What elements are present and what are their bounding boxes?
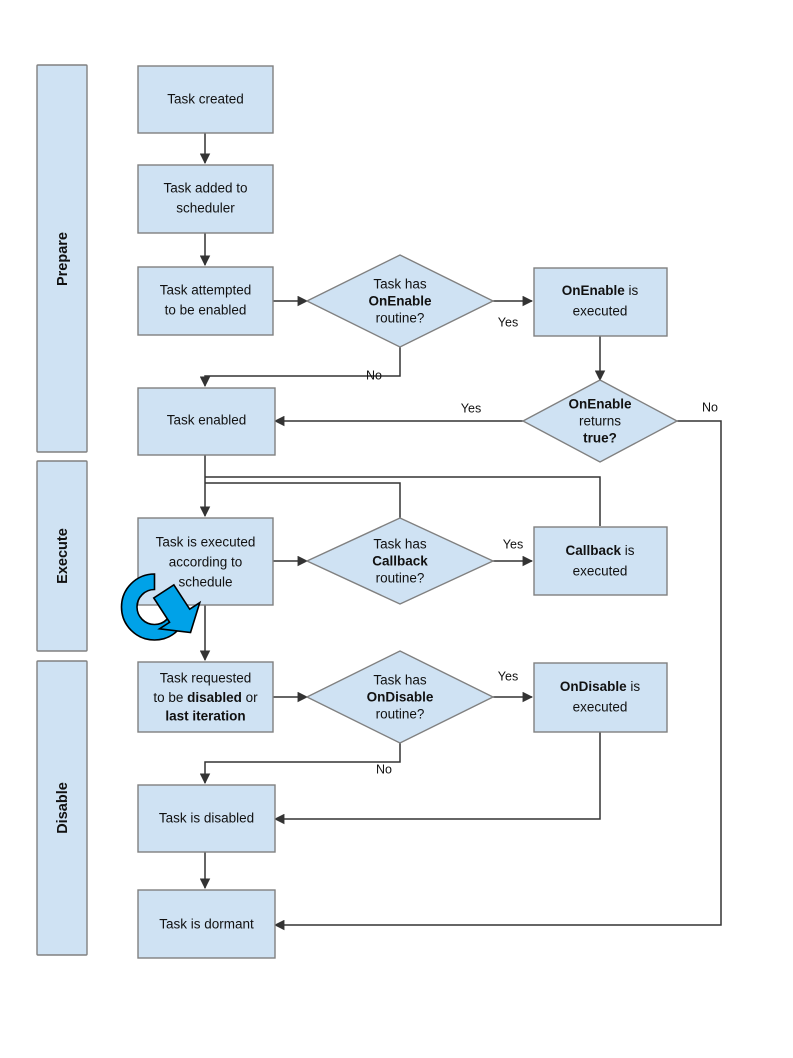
- node-decision-has-callback-label-3: routine?: [376, 571, 425, 586]
- edge-label-callback-yes: Yes: [503, 537, 523, 551]
- node-task-requested-disabled[interactable]: Task requested to be disabled or last it…: [137, 661, 274, 733]
- node-callback-tail: is: [621, 543, 635, 558]
- node-decision-has-onenable-label-1: Task has: [373, 277, 427, 292]
- node-task-is-executed-label-3: schedule: [178, 575, 232, 590]
- swimlane-disable: Disable: [36, 660, 88, 956]
- node-decision-onenable-returns-true-label-2: returns: [579, 414, 621, 429]
- edge-label-onenable-true-yes: Yes: [461, 401, 481, 415]
- node-decision-has-onenable-label-2: OnEnable: [368, 294, 432, 309]
- swimlane-prepare-label: Prepare: [55, 232, 71, 286]
- node-task-is-dormant-label: Task is dormant: [159, 917, 254, 932]
- edge-label-onenable-no: No: [366, 368, 382, 382]
- connector-has-ondisable-no: [199, 743, 401, 785]
- node-ondisable-is-executed-label-1: OnDisable is: [560, 679, 641, 694]
- node-decision-has-ondisable-label-3: routine?: [376, 707, 425, 722]
- node-task-requested-label-3: last iteration: [165, 709, 245, 724]
- connectors: [199, 133, 722, 931]
- node-task-created-label: Task created: [167, 92, 244, 107]
- node-decision-has-onenable[interactable]: Task has OnEnable routine?: [305, 254, 495, 348]
- connector-has-callback-loopback: [205, 482, 401, 518]
- node-decision-has-callback-label-1: Task has: [373, 537, 427, 552]
- node-task-is-executed-label-2: according to: [169, 555, 243, 570]
- node-callback-bold: Callback: [565, 543, 621, 558]
- node-decision-has-ondisable-shape[interactable]: [305, 650, 495, 744]
- node-task-requested-label-2: to be disabled or: [153, 690, 258, 705]
- node-task-is-executed-label-1: Task is executed: [156, 535, 256, 550]
- swimlane-prepare-band: [36, 64, 88, 453]
- node-ondisable-bold: OnDisable: [560, 679, 627, 694]
- node-task-requested-l2-tail: or: [242, 690, 258, 705]
- node-decision-has-ondisable-label-2: OnDisable: [367, 690, 434, 705]
- node-decision-has-callback-label-2: Callback: [372, 554, 428, 569]
- node-onenable-is-executed-label-2: executed: [573, 304, 628, 319]
- swimlane-execute-band: [36, 460, 88, 652]
- node-task-enabled-shape[interactable]: [137, 387, 276, 456]
- node-decision-has-ondisable-label-1: Task has: [373, 673, 427, 688]
- swimlane-prepare: Prepare: [36, 64, 88, 453]
- node-decision-has-onenable-shape[interactable]: [305, 254, 495, 348]
- node-decision-has-callback[interactable]: Task has Callback routine?: [305, 517, 495, 605]
- node-task-requested-l2-bold: disabled: [187, 690, 242, 705]
- node-callback-is-executed[interactable]: Callback is executed: [533, 526, 668, 596]
- node-task-is-executed[interactable]: Task is executed according to schedule: [137, 517, 274, 606]
- node-task-enabled[interactable]: Task enabled: [137, 387, 276, 456]
- connector-callback-executed-loopback: [205, 476, 601, 526]
- node-task-is-disabled-shape[interactable]: [137, 784, 276, 853]
- node-decision-onenable-returns-true-label-1: OnEnable: [568, 397, 632, 412]
- node-task-is-disabled[interactable]: Task is disabled: [137, 784, 276, 853]
- node-task-attempted-to-be-enabled[interactable]: Task attempted to be enabled: [137, 266, 274, 336]
- node-task-attempted-label-2: to be enabled: [165, 303, 247, 318]
- node-task-created[interactable]: Task created: [137, 65, 274, 134]
- node-task-is-executed-shape[interactable]: [137, 517, 274, 606]
- node-onenable-is-executed-shape[interactable]: [533, 267, 668, 337]
- connector-has-onenable-no: [199, 347, 401, 388]
- node-task-added-to-scheduler-label-1: Task added to: [163, 181, 247, 196]
- node-ondisable-is-executed-label-2: executed: [573, 700, 628, 715]
- swimlane-disable-label: Disable: [55, 782, 71, 834]
- swimlane-disable-band: [36, 660, 88, 956]
- node-onenable-bold: OnEnable: [562, 283, 626, 298]
- loop-icon: [120, 573, 202, 641]
- node-task-is-dormant[interactable]: Task is dormant: [137, 889, 276, 959]
- node-task-requested-label-1: Task requested: [160, 671, 252, 686]
- node-callback-is-executed-label-2: executed: [573, 564, 628, 579]
- edge-label-ondisable-yes: Yes: [498, 669, 518, 683]
- node-task-added-to-scheduler[interactable]: Task added to scheduler: [137, 164, 274, 234]
- node-callback-is-executed-label-1: Callback is: [565, 543, 634, 558]
- node-ondisable-is-executed[interactable]: OnDisable is executed: [533, 662, 668, 733]
- node-decision-onenable-returns-true[interactable]: OnEnable returns true?: [521, 379, 679, 463]
- node-decision-has-ondisable[interactable]: Task has OnDisable routine?: [305, 650, 495, 744]
- node-decision-onenable-returns-true-shape[interactable]: [521, 379, 679, 463]
- edge-label-ondisable-no: No: [376, 762, 392, 776]
- node-task-added-to-scheduler-shape[interactable]: [137, 164, 274, 234]
- edge-label-onenable-yes: Yes: [498, 315, 518, 329]
- swimlane-execute-label: Execute: [55, 528, 71, 584]
- node-task-is-disabled-label: Task is disabled: [159, 811, 254, 826]
- node-callback-is-executed-shape[interactable]: [533, 526, 668, 596]
- node-task-requested-l2-head: to be: [153, 690, 187, 705]
- node-decision-onenable-returns-true-label-3: true?: [583, 431, 617, 446]
- swimlane-execute: Execute: [36, 460, 88, 652]
- node-task-requested-disabled-shape[interactable]: [137, 661, 274, 733]
- node-decision-has-onenable-label-3: routine?: [376, 311, 425, 326]
- node-onenable-is-executed-label-1: OnEnable is: [562, 283, 639, 298]
- node-task-attempted-shape[interactable]: [137, 266, 274, 336]
- node-task-created-shape[interactable]: [137, 65, 274, 134]
- node-task-added-to-scheduler-label-2: scheduler: [176, 201, 235, 216]
- connector-ondisable-executed-to-disabled: [273, 732, 601, 825]
- node-task-enabled-label: Task enabled: [167, 413, 247, 428]
- node-onenable-tail: is: [625, 283, 639, 298]
- node-onenable-is-executed[interactable]: OnEnable is executed: [533, 267, 668, 337]
- node-task-is-dormant-shape[interactable]: [137, 889, 276, 959]
- edge-label-onenable-true-no: No: [702, 400, 718, 414]
- node-ondisable-is-executed-shape[interactable]: [533, 662, 668, 733]
- node-ondisable-tail: is: [627, 679, 641, 694]
- node-decision-has-callback-shape[interactable]: [305, 517, 495, 605]
- connector-onenable-true-no: [273, 420, 722, 931]
- node-task-attempted-label-1: Task attempted: [160, 283, 252, 298]
